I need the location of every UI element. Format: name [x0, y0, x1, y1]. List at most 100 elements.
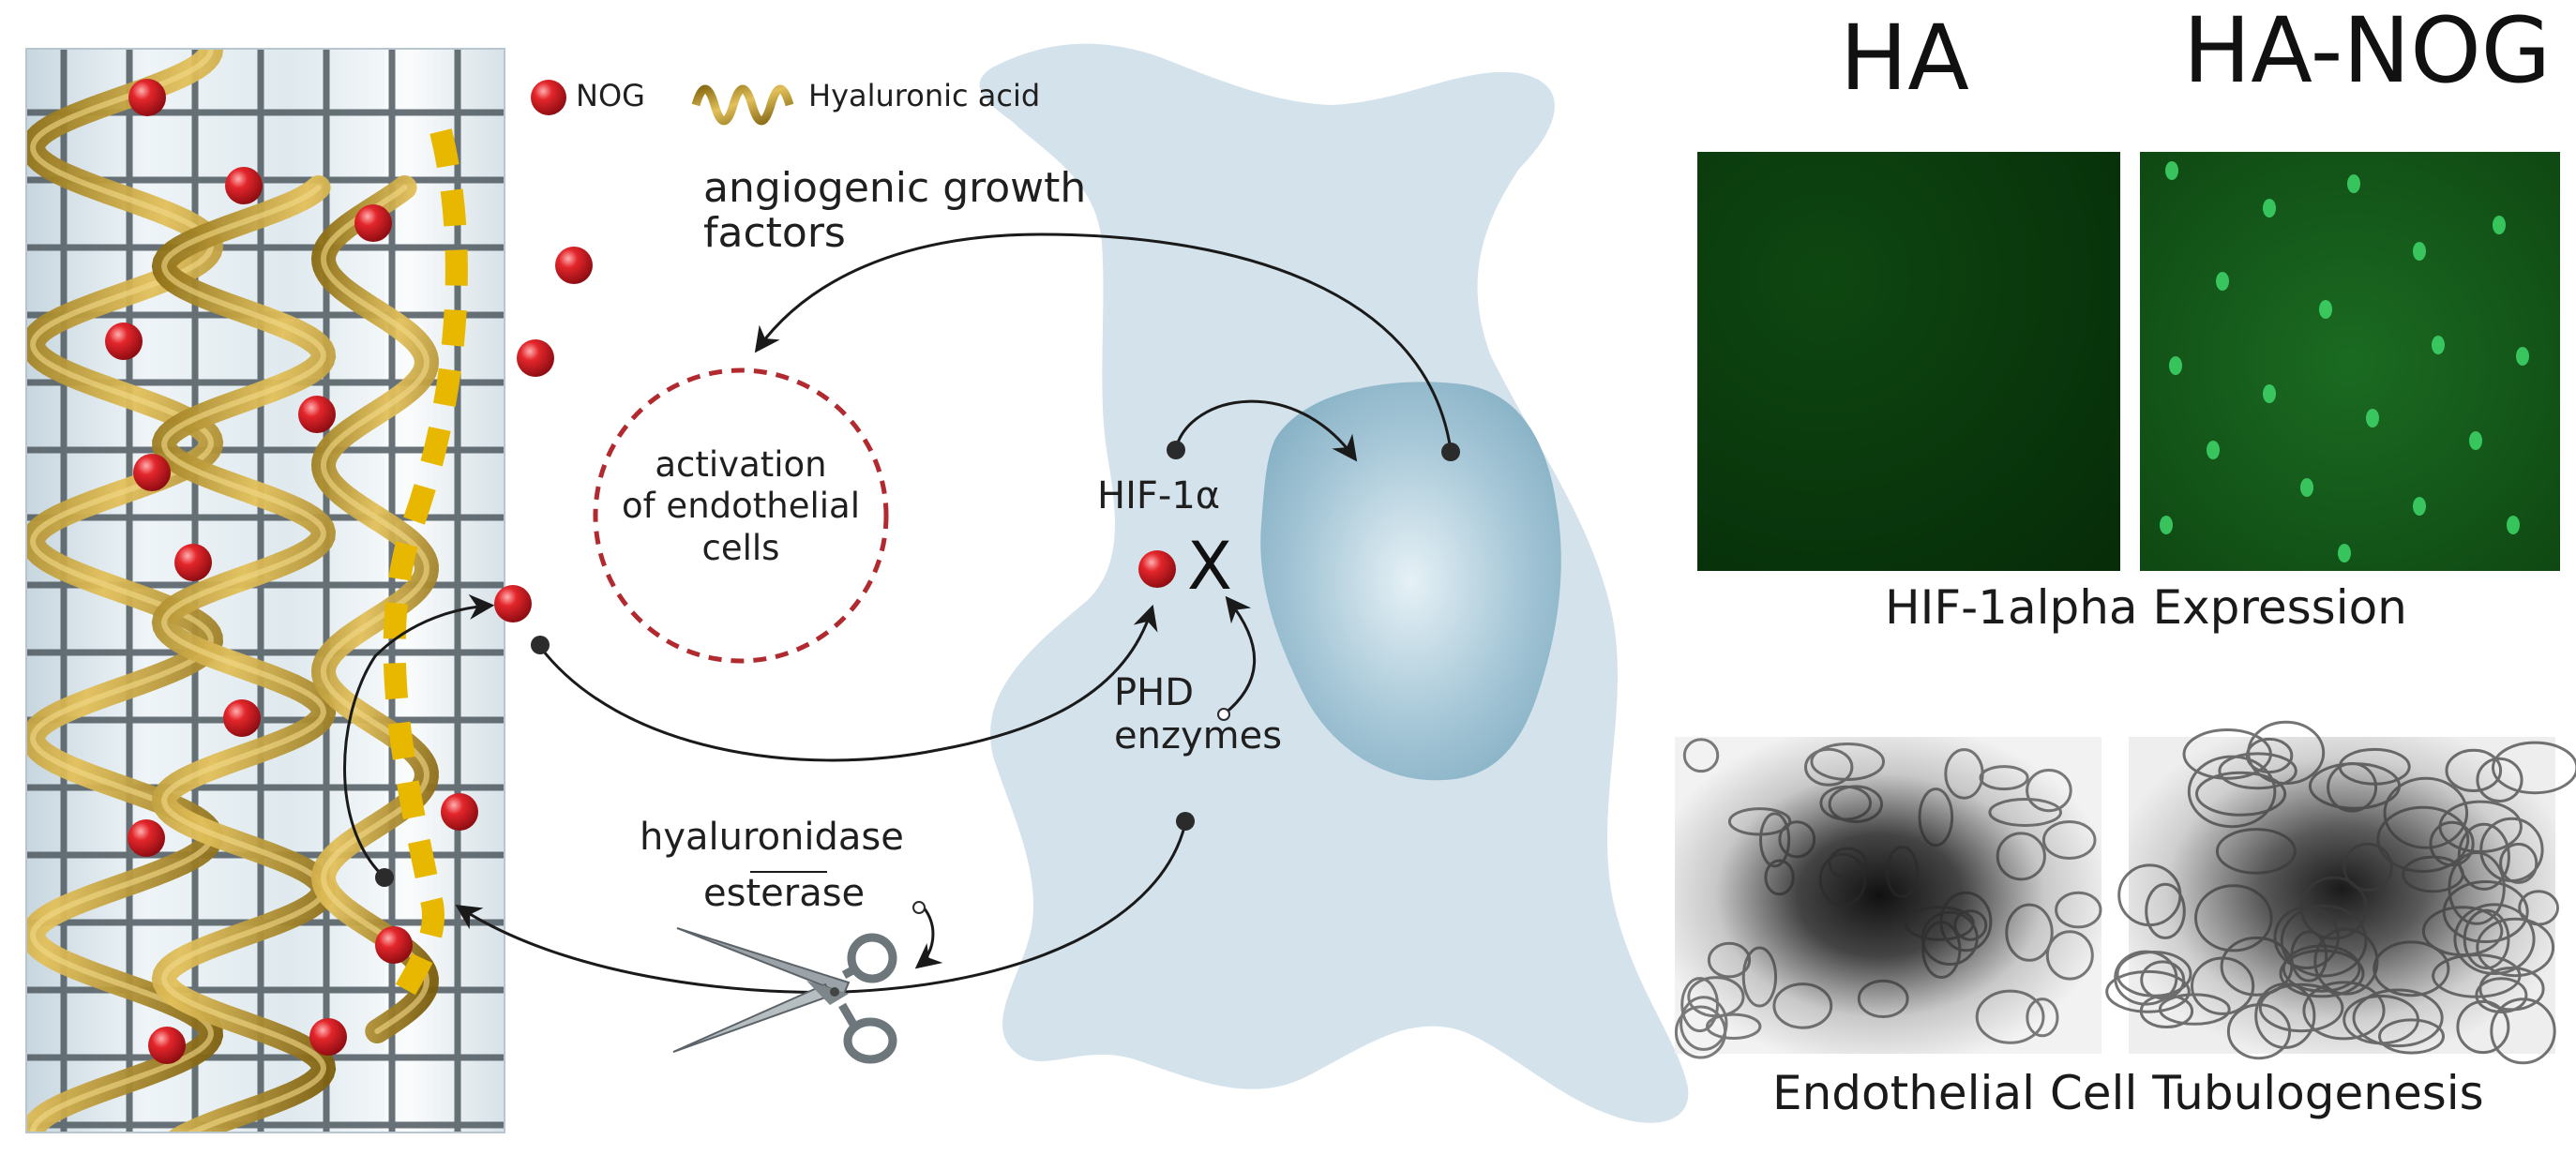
- caption-tubulogenesis: Endothelial Cell Tubulogenesis: [1772, 1066, 2484, 1120]
- hif-positive-nuclei: [2160, 161, 2529, 562]
- hif-nucleus: [2507, 516, 2520, 534]
- tubule-loop: [1764, 859, 1795, 896]
- tubule-loop: [1818, 852, 1867, 907]
- tubule-loop: [2194, 884, 2273, 952]
- tubule-loop: [2429, 820, 2475, 867]
- tubule-loop: [1741, 946, 1778, 1008]
- tubule-loop: [2290, 930, 2328, 982]
- tubule-loop: [1778, 820, 1816, 859]
- hif-nucleus: [2319, 300, 2332, 319]
- tubule-loop: [1953, 909, 1988, 941]
- tubule-loop: [2117, 863, 2182, 927]
- inhibition-x-mark: X: [1187, 528, 1232, 605]
- arrow-origin-dots: [375, 441, 1460, 887]
- column-title-ha: HA: [1840, 6, 1969, 111]
- nog-sphere: [375, 926, 413, 964]
- tubule-loop: [2476, 757, 2523, 803]
- nog-sphere: [174, 544, 212, 581]
- tubule-network-ha: [1674, 738, 2102, 1059]
- tubule-loop: [2282, 944, 2361, 993]
- nog-sphere: [128, 819, 165, 857]
- activation-line3: cells: [701, 527, 780, 568]
- hydrogel-scaffold: [26, 49, 505, 1132]
- tubule-loop: [1828, 785, 1884, 824]
- tubule-loop: [2490, 998, 2556, 1065]
- tubule-loop: [2499, 842, 2538, 884]
- tubule-loop: [1674, 1005, 1727, 1059]
- tubule-loop: [2187, 755, 2277, 829]
- nog-sphere: [298, 396, 336, 433]
- growth-factors-label-line2: factors: [703, 209, 846, 257]
- tubule-loop: [2476, 917, 2555, 978]
- scissors-icon: [672, 927, 897, 1064]
- arrow-scaffold-release: [343, 593, 495, 879]
- released-nog-1: [555, 247, 593, 284]
- released-nog-3: [494, 585, 532, 622]
- tubule-loop: [2299, 876, 2368, 940]
- tubule-loop: [2215, 828, 2297, 875]
- hif-nucleus: [2347, 174, 2360, 193]
- nog-sphere: [128, 79, 166, 116]
- tubule-loop: [2055, 891, 2102, 929]
- arrow-origin-rings: [912, 708, 1230, 914]
- nog-sphere: [105, 322, 143, 360]
- legend-hyaluronic-acid-label: Hyaluronic acid: [808, 78, 1041, 113]
- tubule-loop: [1680, 977, 1719, 1033]
- legend-nog-icon: [531, 80, 566, 115]
- tubule-loop: [1680, 996, 1728, 1051]
- tubule-loop: [2383, 776, 2469, 849]
- tubule-loop: [2045, 930, 2094, 981]
- activation-line1: activation: [655, 444, 827, 485]
- hif-nucleus: [2338, 544, 2351, 562]
- tubule-loop: [2343, 842, 2393, 892]
- nog-sphere: [223, 699, 261, 737]
- hif-ha-panel: [1697, 152, 2120, 571]
- tubule-loop: [2402, 855, 2464, 893]
- tubule-loop: [2518, 890, 2560, 926]
- tubule-loop: [1682, 738, 1720, 773]
- tubule-loop: [1921, 910, 1979, 966]
- tubule-loop: [2492, 741, 2576, 795]
- nog-sphere: [354, 204, 392, 242]
- arrow-enzyme-to-scaffold: [914, 907, 943, 969]
- tubule-network-hanog: [2105, 720, 2576, 1065]
- tubule-loop: [1759, 812, 1791, 868]
- hif-hanog-panel: [2140, 152, 2560, 571]
- arrow-nog-to-hif: [538, 604, 1158, 762]
- hyaluronic-acid-coil-highlight: [29, 49, 215, 1132]
- tubule-loop: [2145, 882, 2186, 939]
- scaffold-nog-spheres: [105, 79, 478, 1064]
- nog-sphere: [133, 454, 171, 491]
- released-nog-2: [517, 339, 554, 377]
- tubule-loop: [1804, 747, 1854, 787]
- tubule-loop: [2026, 998, 2059, 1038]
- arrow-growth-factors: [754, 232, 1453, 451]
- tubule-loop: [1979, 765, 2029, 791]
- hif-label: HIF-1α: [1097, 474, 1221, 518]
- hif-nucleus: [2263, 384, 2276, 403]
- tubule-loop: [2457, 822, 2510, 891]
- enzyme-label-line2: esterase: [703, 872, 866, 915]
- tubule-loop: [2463, 908, 2510, 970]
- caption-hif-expression: HIF-1alpha Expression: [1885, 580, 2407, 635]
- tubule-loop: [2218, 752, 2297, 790]
- tubule-loop: [2479, 817, 2544, 883]
- hif-nog-sphere: [1138, 550, 1176, 588]
- arrow-hif-to-nucleus: [1174, 399, 1358, 462]
- tubule-loop: [2195, 771, 2287, 817]
- tubule-loop: [1687, 976, 1745, 1018]
- tubule-loop: [1772, 982, 1833, 1029]
- hif-nucleus: [2493, 216, 2506, 234]
- tubule-loop: [2453, 903, 2536, 976]
- tubule-loop: [1706, 1012, 1762, 1041]
- tubule-loop: [2041, 820, 2097, 860]
- tubule-loop: [2456, 999, 2510, 1055]
- hif-nucleus: [2263, 199, 2276, 218]
- tubulo-ha-panel: [1674, 737, 2102, 1059]
- hif-nucleus: [2413, 242, 2426, 261]
- nog-sphere: [148, 1027, 186, 1064]
- tubule-loop: [2475, 977, 2528, 1013]
- tubule-loop: [2421, 906, 2504, 957]
- hif-nucleus: [2300, 478, 2313, 497]
